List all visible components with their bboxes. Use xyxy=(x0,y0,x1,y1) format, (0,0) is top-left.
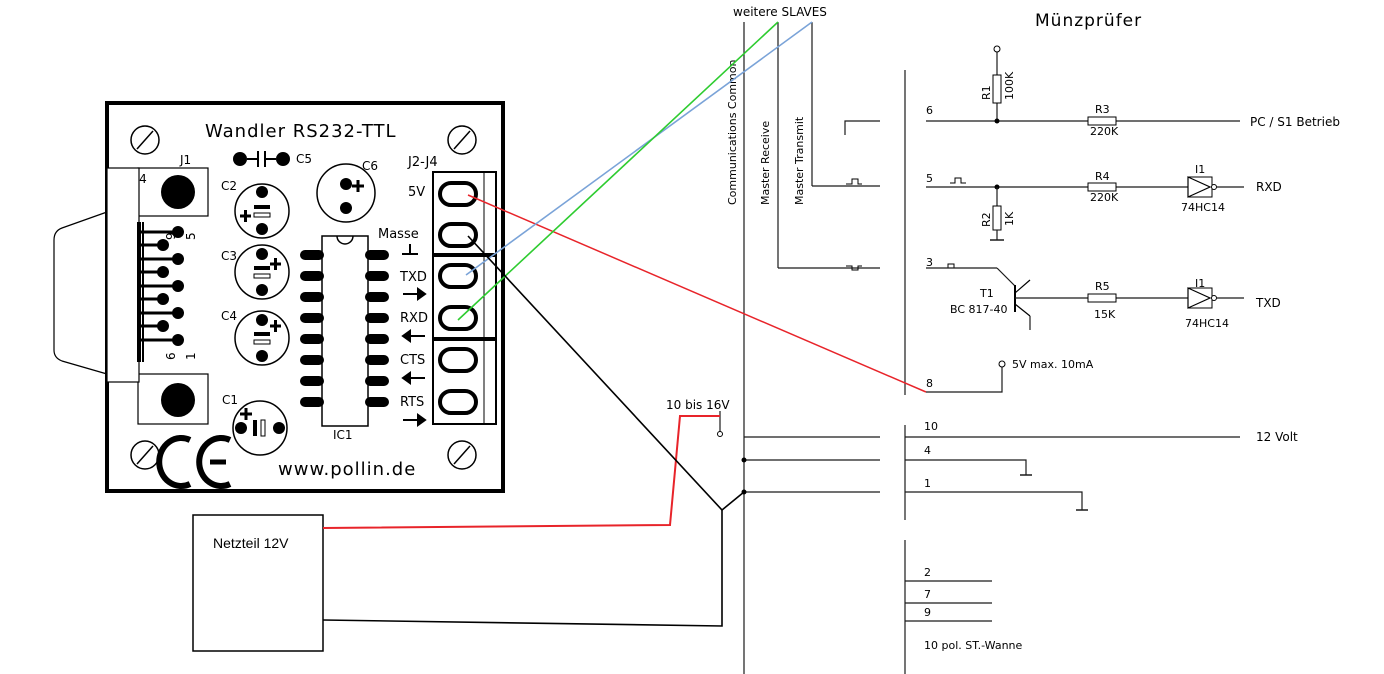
r4-name: R4 xyxy=(1095,170,1110,183)
i1-top-type: 74HC14 xyxy=(1181,201,1225,214)
voltage-range-label: 10 bis 16V xyxy=(666,398,730,412)
wire-12v-red xyxy=(322,415,720,529)
pc-s1-label: PC / S1 Betrieb xyxy=(1250,115,1340,129)
arrow-left-icon xyxy=(401,371,425,385)
c4-label: C4 xyxy=(221,309,237,323)
pin-1-label: 1 xyxy=(924,477,931,490)
arrow-right-icon xyxy=(403,413,427,427)
schmitt-inverter-icon xyxy=(1187,287,1217,309)
i1-top-name: I1 xyxy=(1195,163,1205,176)
board-url: www.pollin.de xyxy=(278,459,416,480)
pin-9-label: 9 xyxy=(924,606,931,619)
common-label: Communications Common xyxy=(726,60,739,205)
r2-name: R2 xyxy=(980,212,993,227)
ic1-label: IC1 xyxy=(333,428,353,442)
receive-label: Master Receive xyxy=(759,121,772,205)
mounting-hole-icon xyxy=(447,440,477,470)
i1-bottom-type: 74HC14 xyxy=(1185,317,1229,330)
c2-label: C2 xyxy=(221,179,237,193)
db9-pin9-label: 9 xyxy=(164,232,178,240)
pin-rxd-label: RXD xyxy=(400,311,428,326)
resistor-r5 xyxy=(1087,293,1117,303)
r2-value: 1K xyxy=(1003,211,1016,226)
r1-value: 100K xyxy=(1003,71,1016,100)
mounting-hole-icon xyxy=(130,125,160,155)
pulse-symbol xyxy=(846,178,862,185)
c5-label: C5 xyxy=(296,152,312,166)
mounting-hole-icon xyxy=(447,125,477,155)
resistor-r3 xyxy=(1087,116,1117,126)
capacitor-c4 xyxy=(234,310,290,366)
arrow-right-icon xyxy=(403,287,427,301)
pin-5-label: 5 xyxy=(926,172,933,185)
resistor-r1 xyxy=(992,74,1002,104)
t1-type: BC 817-40 xyxy=(950,303,1008,316)
r3-value: 220K xyxy=(1090,125,1119,138)
ce-mark-icon xyxy=(156,435,232,489)
ic1-chip xyxy=(300,235,389,427)
c6-label: C6 xyxy=(362,159,378,173)
pin-8-label: 8 xyxy=(926,377,933,390)
txd-signal-label: TXD xyxy=(1255,296,1281,310)
pin-txd-label: TXD xyxy=(399,270,427,285)
pin-4-label: 4 xyxy=(924,444,931,457)
rxd-signal-label: RXD xyxy=(1256,180,1282,194)
j1-hole-lower xyxy=(161,383,195,417)
t1-name: T1 xyxy=(979,287,994,300)
pulse-symbol xyxy=(846,265,862,271)
converter-board: Wandler RS232-TTL www.pollin.de J1 2,54 xyxy=(53,101,505,493)
r1-name: R1 xyxy=(980,85,993,100)
c1-label: C1 xyxy=(222,393,238,407)
j1-label: J1 xyxy=(179,153,191,167)
wire-rxd-green xyxy=(457,21,779,321)
r5-value: 15K xyxy=(1094,308,1116,321)
r5-name: R5 xyxy=(1095,280,1110,293)
schematic-title: Münzprüfer xyxy=(1035,11,1142,31)
capacitor-c2 xyxy=(234,183,290,239)
db9-pin6-label: 6 xyxy=(164,352,178,360)
db9-connector: 9 5 6 1 xyxy=(53,167,198,383)
db9-pin1-label: 1 xyxy=(184,352,198,360)
slaves-label: weitere SLAVES xyxy=(733,5,827,19)
arrow-left-icon xyxy=(401,329,425,343)
j1-footprint-lower xyxy=(137,373,209,425)
connector-type-label: 10 pol. ST.-Wanne xyxy=(924,639,1023,652)
pin-rts-label: RTS xyxy=(400,395,424,410)
power-supply-box xyxy=(192,514,324,652)
r3-name: R3 xyxy=(1095,103,1110,116)
pin-6-label: 6 xyxy=(926,104,933,117)
wire-txd-blue xyxy=(465,21,813,276)
c3-label: C3 xyxy=(221,249,237,263)
terminal-block xyxy=(432,171,497,425)
capacitor-c3 xyxy=(234,244,290,300)
pin-10-label: 10 xyxy=(924,420,938,433)
pin-7-label: 7 xyxy=(924,588,931,601)
pin-2-label: 2 xyxy=(924,566,931,579)
v5-max-label: 5V max. 10mA xyxy=(1012,358,1094,371)
capacitor-c6 xyxy=(316,163,376,223)
pin-3-label: 3 xyxy=(926,256,933,269)
capacitor-c5 xyxy=(233,151,290,167)
pin-masse-label: Masse xyxy=(378,227,419,242)
j2-j4-label: J2-J4 xyxy=(407,155,438,170)
wire-5v-red xyxy=(467,194,927,393)
ground-icon xyxy=(402,244,418,255)
pin-5v-label: 5V xyxy=(408,185,425,200)
r4-value: 220K xyxy=(1090,191,1119,204)
resistor-r4 xyxy=(1087,182,1117,192)
power-supply-label: Netzteil 12V xyxy=(213,535,289,551)
capacitor-c1 xyxy=(232,400,288,456)
wire-ground-black xyxy=(322,235,745,627)
board-title: Wandler RS232-TTL xyxy=(205,121,397,142)
resistor-r2 xyxy=(992,205,1002,231)
i1-bottom-name: I1 xyxy=(1195,277,1205,290)
pin-cts-label: CTS xyxy=(400,353,425,368)
v12-label: 12 Volt xyxy=(1256,430,1298,444)
schmitt-inverter-icon xyxy=(1187,176,1217,198)
j1-hole xyxy=(161,175,195,209)
db9-pin5-label: 5 xyxy=(184,232,198,240)
transmit-label: Master Transmit xyxy=(793,116,806,205)
